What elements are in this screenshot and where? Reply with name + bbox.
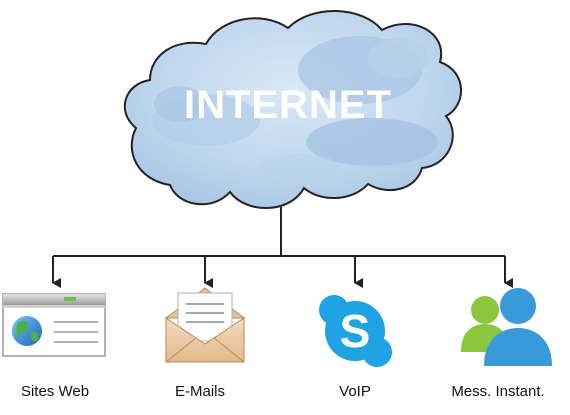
service-label-voip: VoIP: [339, 383, 371, 400]
internet-cloud: INTERNET: [123, 10, 462, 209]
svg-text:S: S: [340, 305, 371, 357]
service-label-web: Sites Web: [20, 383, 90, 400]
skype-icon: S: [319, 295, 392, 367]
cloud-puff: [154, 86, 206, 122]
service-label-email: E-Mails: [174, 383, 225, 400]
users-icon: [461, 288, 552, 366]
cloud-title: INTERNET: [184, 83, 392, 127]
service-label-messaging: Mess. Instant.: [451, 383, 545, 400]
connector-lines: [52, 207, 513, 288]
cloud-puff: [306, 118, 438, 166]
envelope-letter-icon: [164, 287, 246, 363]
cloud-puff: [368, 38, 428, 78]
cloud-puff: [260, 154, 340, 182]
web-browser-icon: [2, 293, 106, 357]
